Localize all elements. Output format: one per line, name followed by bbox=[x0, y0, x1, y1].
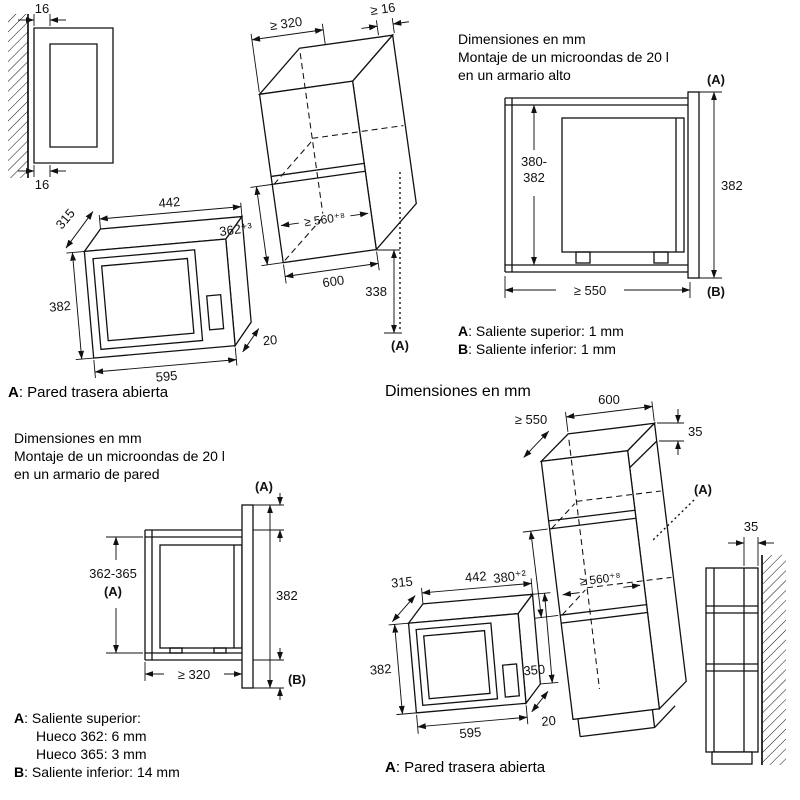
notes-armario-alto: A: Saliente superior: 1 mm B: Saliente i… bbox=[458, 322, 624, 358]
title-line-3: en un armario alto bbox=[458, 67, 571, 83]
dim-cabinet-width: 600 bbox=[322, 272, 346, 290]
tall-cabinet-isometric-2: 380⁺² ≥ 560⁺⁸ bbox=[492, 401, 687, 738]
dim-hueco-height: 362-365 bbox=[89, 566, 137, 581]
note-b-prefix: B bbox=[14, 764, 25, 780]
front-frame-section bbox=[687, 91, 700, 279]
dim-wall-offset: 35 bbox=[744, 519, 758, 534]
section-armario-alto: 382 (A) (B) 380- 382 ≥ 550 bbox=[504, 72, 743, 299]
tall-cabinet-annotations: 338 (A) bbox=[365, 172, 409, 353]
dim-panel-16-bottom: 16 bbox=[35, 177, 49, 192]
caption-bottom-right: A: Pared trasera abierta bbox=[385, 759, 545, 777]
dim-front-height: 382 bbox=[721, 178, 743, 193]
wall-hatch bbox=[762, 555, 786, 765]
dim-mw-body-height: 350 bbox=[523, 662, 546, 679]
dim-cabinet-width: 600 bbox=[598, 392, 620, 407]
dim-mw-front-width: 595 bbox=[459, 724, 482, 741]
front-frame-section bbox=[241, 504, 254, 689]
note-b: B: Saliente inferior: 1 mm bbox=[458, 340, 624, 358]
ref-b-label: (B) bbox=[707, 284, 725, 299]
title-armario-pared: Dimensiones en mm Montaje de un microond… bbox=[14, 429, 225, 483]
microwave-isometric-top: 442 315 382 595 20 bbox=[49, 194, 278, 385]
note-b: B: Saliente inferior: 14 mm bbox=[14, 763, 180, 781]
ref-b-label: (B) bbox=[288, 672, 306, 687]
title-armario-alto: Dimensiones en mm Montaje de un microond… bbox=[458, 30, 669, 84]
control-panel bbox=[205, 294, 225, 331]
dim-cabinet-depth: ≥ 550 bbox=[515, 412, 547, 427]
note-a: A: Saliente superior: 1 mm bbox=[458, 322, 624, 340]
note-a-text: : Saliente superior: 1 mm bbox=[468, 323, 624, 339]
dim-hueco-ref: (A) bbox=[104, 584, 122, 599]
tall-cabinet-isometric: ≥ 560⁺⁸ 362⁺³ ≥ 320 ≥ 16 600 bbox=[218, 0, 417, 290]
notes-armario-pared: A: Saliente superior: Hueco 362: 6 mm Hu… bbox=[14, 709, 180, 781]
microwave-body-section bbox=[561, 117, 685, 253]
ref-a-label: (A) bbox=[694, 482, 712, 497]
wall-hatch bbox=[8, 14, 28, 178]
note-a-sub1: Hueco 362: 6 mm bbox=[36, 728, 147, 744]
dim-mw-offset: 20 bbox=[541, 713, 557, 729]
dim-mw-width: 442 bbox=[158, 194, 181, 211]
caption-text: : Pared trasera abierta bbox=[18, 384, 169, 401]
note-a-prefix: A bbox=[14, 710, 25, 726]
dim-mw-front-width: 595 bbox=[155, 368, 178, 385]
control-panel bbox=[501, 663, 521, 698]
ref-a-label: (A) bbox=[391, 338, 409, 353]
dim-mw-width: 442 bbox=[464, 568, 487, 585]
dim-mw-height: 382 bbox=[369, 661, 392, 678]
note-b-text: : Saliente inferior: 1 mm bbox=[468, 341, 616, 357]
dim-cabinet-depth: ≥ 320 bbox=[269, 14, 303, 33]
dim-panel-thickness: ≥ 16 bbox=[369, 0, 396, 18]
note-a: A: Saliente superior: bbox=[14, 709, 180, 727]
title-line-2: Montaje de un microondas de 20 l bbox=[14, 448, 225, 464]
note-b-prefix: B bbox=[458, 341, 469, 357]
title-line-2: Montaje de un microondas de 20 l bbox=[458, 49, 669, 65]
caption-prefix: A bbox=[8, 384, 19, 401]
dim-clearance: 338 bbox=[365, 284, 387, 299]
title-line-1: Dimensiones en mm bbox=[458, 31, 586, 47]
ref-a-label: (A) bbox=[707, 72, 725, 87]
dim-depth: ≥ 550 bbox=[574, 283, 606, 298]
wall-fixing-detail: 16 16 bbox=[8, 1, 114, 192]
ref-a-label: (A) bbox=[255, 479, 273, 494]
section-armario-pared: (A) 362-365 (A) 382 ≥ 320 (B) bbox=[89, 479, 306, 700]
dim-niche-height: 362⁺³ bbox=[218, 220, 253, 240]
microwave-body-section bbox=[159, 544, 243, 649]
microwave-isometric-bottom: 442 315 382 350 595 20 bbox=[369, 568, 559, 741]
note-a-text: : Saliente superior: bbox=[24, 710, 141, 726]
dim-mw-height: 382 bbox=[49, 298, 72, 315]
note-a-sub2: Hueco 365: 3 mm bbox=[36, 746, 147, 762]
title-line-3: en un armario de pared bbox=[14, 466, 160, 482]
dim-mw-depth: 315 bbox=[390, 574, 413, 591]
wall-side-detail: 35 bbox=[705, 519, 786, 765]
dim-panel-16-top: 16 bbox=[35, 1, 49, 16]
note-a-prefix: A bbox=[458, 323, 469, 339]
dim-hueco-height-1: 380- bbox=[521, 154, 547, 169]
caption-prefix: A bbox=[385, 759, 396, 776]
dim-mw-offset: 20 bbox=[262, 332, 278, 348]
dim-mw-depth: 315 bbox=[53, 206, 78, 232]
dim-depth: ≥ 320 bbox=[178, 667, 210, 682]
note-b-text: : Saliente inferior: 14 mm bbox=[24, 764, 180, 780]
dim-niche-width: ≥ 560⁺⁸ bbox=[303, 210, 346, 230]
title-line-1: Dimensiones en mm bbox=[14, 430, 142, 446]
dim-niche-width: ≥ 560⁺⁸ bbox=[579, 570, 622, 589]
title-bottom-right: Dimensiones en mm bbox=[385, 383, 531, 400]
dim-panel-thickness: 35 bbox=[688, 424, 702, 439]
dim-niche-height: 380⁺² bbox=[492, 567, 527, 586]
caption-text: : Pared trasera abierta bbox=[395, 759, 546, 776]
dim-front-height: 382 bbox=[276, 588, 298, 603]
tall-cabinet-2-annotations: ≥ 550 600 35 (A) bbox=[515, 392, 712, 542]
dim-hueco-height-2: 382 bbox=[523, 170, 545, 185]
caption-top-left: A: Pared trasera abierta bbox=[8, 384, 168, 402]
